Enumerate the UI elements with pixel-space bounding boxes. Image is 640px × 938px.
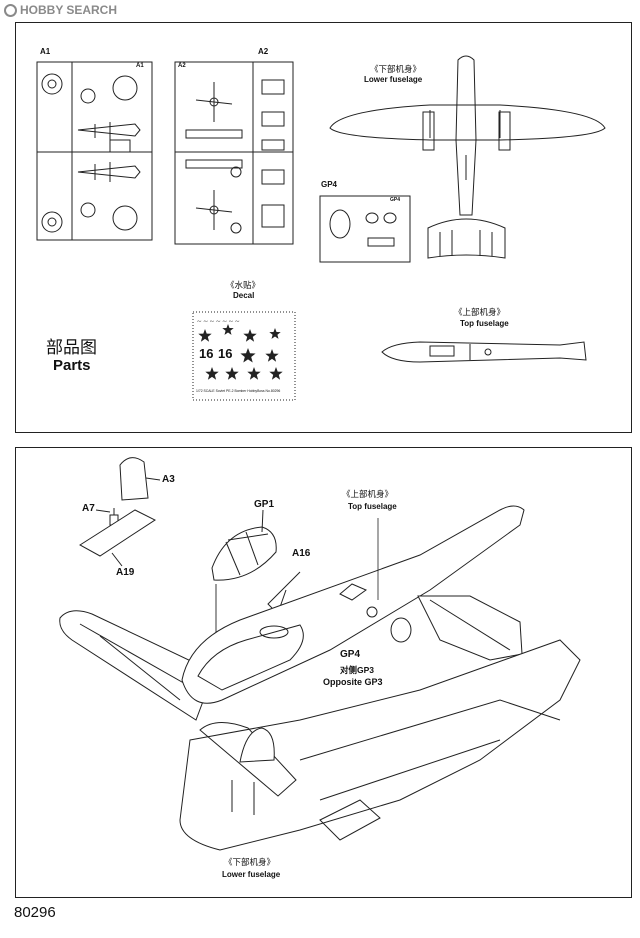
parts-heading-en: Parts [53,357,91,374]
decal-star-icon [198,329,212,342]
callout-a3: A3 [162,474,175,485]
assembly-top-fuselage-cn: 《上部机身》 [342,489,394,499]
sprue-a1-tag: A1 [136,63,144,69]
top-fuselage-part-drawing [381,341,587,363]
lower-fuselage-en-label: Lower fuselage [364,75,423,84]
assembly-top-fuselage-en: Top fuselage [348,502,397,511]
assembly-panel [15,447,632,898]
callout-a19: A19 [116,567,135,578]
sprue-a2-drawing [174,61,294,245]
decal-cn-label: 《水贴》 [226,280,261,290]
decal-star-icon [243,329,257,342]
sprue-a2-tag: A2 [178,63,186,69]
gp4-sprue-drawing [319,195,411,263]
decal-sheet-drawing: ~ ~ ~ ~ ~ ~ ~ [192,311,296,401]
decal-number-b: 16 [218,346,233,361]
lower-fuselage-cn-label: 《下部机身》 [370,64,422,74]
watermark-logo-icon [4,3,17,17]
decal-star-icon [240,348,256,363]
sprue-a1-drawing [36,61,153,241]
callout-gp1: GP1 [254,499,275,510]
hobbysearch-watermark: HOBBY SEARCH [4,3,117,17]
gp4-sprue-tag: GP4 [390,197,401,203]
decal-en-label: Decal [233,291,255,300]
watermark-name: SEARCH [66,3,118,17]
callout-a16: A16 [292,548,311,559]
seat-plate-a19-drawing [79,508,157,567]
assembly-lower-fuselage-en: Lower fuselage [222,870,281,879]
decal-number-a: 16 [199,346,214,361]
callout-a7: A7 [82,503,95,514]
decal-star-icon [222,324,234,335]
aircraft-assembly-drawing [59,505,581,851]
parts-panel [15,22,632,433]
top-fuselage-cn-label: 《上部机身》 [454,307,506,317]
callout-opposite-en: Opposite GP3 [323,677,383,687]
svg-text:~ ~ ~ ~ ~ ~ ~: ~ ~ ~ ~ ~ ~ ~ [197,317,240,326]
decal-star-icon [269,367,283,380]
decal-star-icon [205,367,219,380]
assembly-lower-fuselage-cn: 《下部机身》 [224,857,276,867]
gp4-part-label: GP4 [321,180,338,189]
decal-stars [198,324,283,380]
callout-opposite-cn: 对侧GP3 [340,665,375,675]
decal-caption: 1/72 SCALE Soviet PE-2 Bomber HobbyBoss … [196,389,281,393]
sprue-a2-label: A2 [258,47,269,56]
kit-number: 80296 [14,904,56,921]
decal-star-icon [265,349,279,362]
parts-heading-cn: 部品图 [46,338,97,357]
decal-star-icon [269,328,281,339]
lower-fuselage-plan-drawing [329,55,606,259]
decal-star-icon [247,367,261,380]
sprue-a1-label: A1 [40,47,51,56]
watermark-brand: HOBBY [20,3,64,17]
decal-star-icon [225,367,239,380]
seat-a3-drawing [119,457,161,501]
top-fuselage-en-label: Top fuselage [460,319,509,328]
callout-gp4: GP4 [340,649,361,660]
